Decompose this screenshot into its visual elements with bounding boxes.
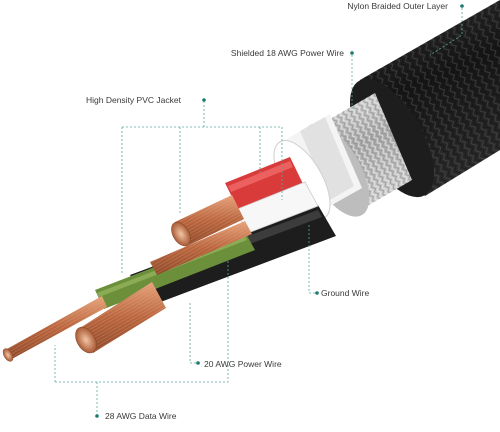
copper-conductor-white (150, 221, 252, 275)
marker-dot-pvc (202, 98, 206, 102)
copper-conductor-green (2, 296, 107, 362)
leader-pvc-box (122, 126, 283, 200)
leader-20awg (189, 302, 200, 364)
copper-conductor-red (171, 195, 244, 247)
marker-dot-20awg (196, 361, 200, 365)
marker-dots (95, 4, 464, 418)
leader-28awg-box (55, 260, 229, 383)
label-20-awg-power-wire: 20 AWG Power Wire (204, 359, 282, 369)
marker-dot-28awg (95, 414, 99, 418)
marker-dot-ground (315, 291, 319, 295)
marker-dot-shield (350, 51, 354, 55)
copper-conductor-black (75, 282, 166, 354)
leader-ground (308, 225, 315, 294)
red-power-wire-insulation (225, 157, 305, 213)
leader-nylon (429, 8, 463, 56)
label-shielded-power-wire: Shielded 18 AWG Power Wire (230, 48, 344, 58)
marker-dot-nylon (460, 4, 464, 8)
label-pvc-jacket: High Density PVC Jacket (86, 95, 181, 105)
label-28-awg-data-wire: 28 AWG Data Wire (105, 411, 177, 421)
leader-lines (54, 8, 463, 416)
label-nylon-braided-outer-layer: Nylon Braided Outer Layer (347, 1, 448, 11)
label-ground-wire: Ground Wire (321, 288, 370, 298)
